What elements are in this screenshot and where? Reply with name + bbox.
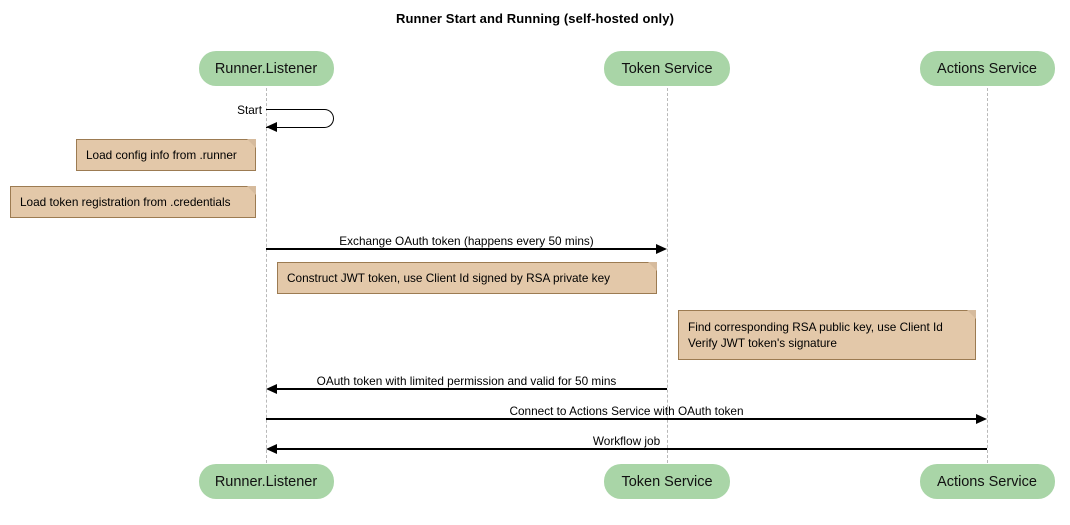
message-label-start: Start <box>237 103 262 117</box>
note-fold-icon <box>247 139 256 148</box>
note-fold-icon <box>247 186 256 195</box>
arrowhead-oauth-token-reply <box>266 383 277 394</box>
diagram-title: Runner Start and Running (self-hosted on… <box>395 11 675 26</box>
note-load-config: Load config info from .runner <box>76 139 256 171</box>
message-label-workflow-job: Workflow job <box>592 434 661 448</box>
message-label-connect-actions-service: Connect to Actions Service with OAuth to… <box>509 404 744 418</box>
message-line-workflow-job[interactable] <box>277 448 987 450</box>
note-text: Load token registration from .credential… <box>20 195 231 209</box>
note-construct-jwt: Construct JWT token, use Client Id signe… <box>277 262 657 294</box>
lifeline-token-service <box>667 88 668 463</box>
lifeline-runner-listener <box>266 88 267 463</box>
participant-runner-listener-top[interactable]: Runner.Listener <box>198 51 334 86</box>
arrowhead-start <box>266 121 277 132</box>
participant-runner-listener-bottom[interactable]: Runner.Listener <box>198 464 334 499</box>
participant-label: Runner.Listener <box>214 60 318 77</box>
participant-label: Actions Service <box>937 60 1037 77</box>
note-text: Load config info from .runner <box>86 148 237 162</box>
arrowhead-exchange-oauth-token <box>656 243 667 254</box>
participant-token-service-bottom[interactable]: Token Service <box>604 464 730 499</box>
participant-actions-service-bottom[interactable]: Actions Service <box>919 464 1055 499</box>
participant-label: Token Service <box>621 473 713 490</box>
lifeline-actions-service <box>987 88 988 463</box>
message-start-selfloop[interactable] <box>266 109 334 128</box>
note-fold-icon <box>967 310 976 319</box>
participant-actions-service-top[interactable]: Actions Service <box>919 51 1055 86</box>
participant-label: Runner.Listener <box>214 473 318 490</box>
note-fold-icon <box>648 262 657 271</box>
note-verify-jwt: Find corresponding RSA public key, use C… <box>678 310 976 360</box>
note-text: Find corresponding RSA public key, use C… <box>688 320 943 350</box>
message-label-oauth-token-reply: OAuth token with limited permission and … <box>316 374 617 388</box>
note-text: Construct JWT token, use Client Id signe… <box>287 271 611 285</box>
message-line-connect-actions-service[interactable] <box>266 418 977 420</box>
arrowhead-workflow-job <box>266 443 277 454</box>
message-line-exchange-oauth-token[interactable] <box>266 248 657 250</box>
arrowhead-connect-actions-service <box>976 413 987 424</box>
note-load-token-registration: Load token registration from .credential… <box>10 186 256 218</box>
participant-label: Token Service <box>621 60 713 77</box>
participant-label: Actions Service <box>937 473 1037 490</box>
message-line-oauth-token-reply[interactable] <box>277 388 667 390</box>
participant-token-service-top[interactable]: Token Service <box>604 51 730 86</box>
message-label-exchange-oauth-token: Exchange OAuth token (happens every 50 m… <box>339 234 594 248</box>
